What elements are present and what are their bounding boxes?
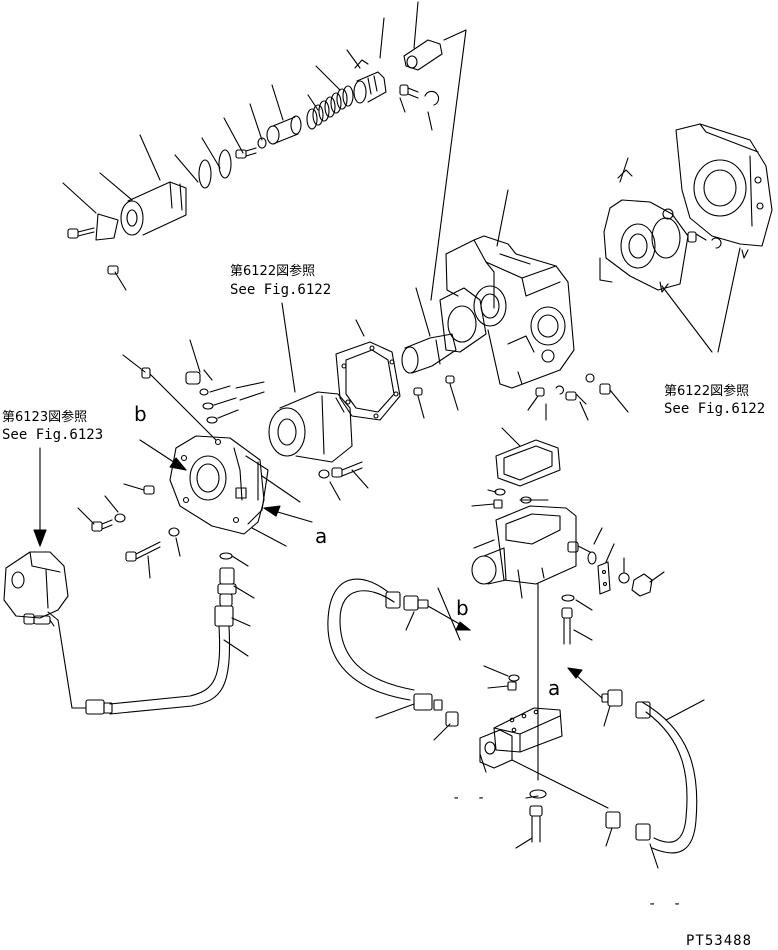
ref-6123-left-en: See Fig.6123 bbox=[2, 427, 104, 443]
housing-small-parts bbox=[528, 374, 628, 420]
right-housing-pair bbox=[600, 124, 772, 352]
figure-id: PT53488 bbox=[686, 933, 753, 949]
right-hose-assembly bbox=[568, 668, 704, 868]
right-upper-block bbox=[472, 428, 664, 644]
ref-6122-top-jp: 第6122図参照 bbox=[230, 264, 316, 279]
ref-6123-left-jp: 第6123図参照 bbox=[2, 410, 88, 425]
connector-letter-b-left: b bbox=[134, 402, 147, 426]
center-hose-assembly bbox=[328, 579, 470, 740]
top-valve-assembly bbox=[63, 2, 442, 290]
left-hose-assembly bbox=[48, 553, 254, 714]
left-flange-assembly bbox=[78, 340, 300, 578]
blank-mark-bottom-right: - - bbox=[648, 896, 686, 912]
ref-6122-top-en: See Fig.6122 bbox=[230, 282, 332, 298]
lower-manifold bbox=[480, 666, 608, 848]
blank-mark-lower-mid: - - bbox=[452, 790, 490, 806]
connector-letter-b-right: b bbox=[456, 596, 469, 620]
left-motor bbox=[4, 448, 68, 626]
connector-letter-a-left: a bbox=[315, 524, 328, 548]
housing-bolt bbox=[319, 462, 368, 500]
ref-6122-right-jp: 第6122図参照 bbox=[664, 384, 750, 399]
ref-6122-right-en: See Fig.6122 bbox=[664, 401, 766, 417]
flange-gasket bbox=[336, 320, 400, 420]
motor-cylinder bbox=[269, 303, 352, 462]
main-housing bbox=[402, 190, 574, 418]
connector-letter-a-right: a bbox=[548, 676, 561, 700]
